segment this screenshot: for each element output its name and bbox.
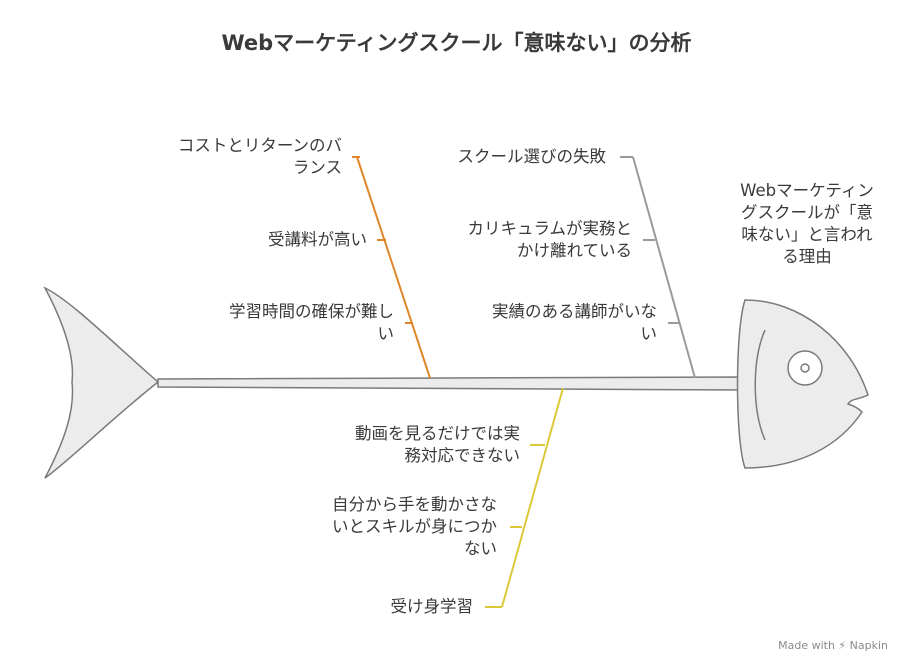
- head-label-line: グスクールが「意: [741, 203, 873, 222]
- bone-cost: [356, 156, 431, 379]
- cause-label: 自分から手を動かさな いとスキルが身につか ない: [332, 495, 497, 558]
- cause-label: カリキュラムが実務と かけ離れている: [467, 219, 632, 260]
- head-label: Webマーケティン グスクールが「意 味ない」と言われ る理由: [722, 180, 892, 268]
- fish-spine: [157, 376, 746, 391]
- bone-passive: [501, 387, 564, 608]
- head-label-line: る理由: [782, 247, 832, 266]
- fish-gill: [754, 329, 766, 441]
- footer-credit: Made with ⚡ Napkin: [778, 639, 888, 652]
- head-label-line: 味ない」と言われ: [741, 225, 873, 244]
- cause-label: コストとリターンのバ ランス: [177, 136, 342, 177]
- cause-label: スクール選びの失敗: [457, 147, 607, 166]
- cause-label: 実績のある講師がいな い: [492, 302, 657, 343]
- fish-tail: [43, 286, 160, 479]
- fish-eye-inner: [800, 363, 810, 373]
- page-title: Webマーケティングスクール「意味ない」の分析: [221, 31, 692, 55]
- cause-label: 受け身学習: [390, 597, 474, 616]
- bone-school: [632, 156, 696, 379]
- cause-label: 動画を見るだけでは実 務対応できない: [355, 424, 520, 465]
- head-label-line: Webマーケティン: [740, 181, 874, 200]
- cause-label: 受講料が高い: [268, 230, 367, 249]
- cause-label: 学習時間の確保が難し い: [229, 302, 394, 343]
